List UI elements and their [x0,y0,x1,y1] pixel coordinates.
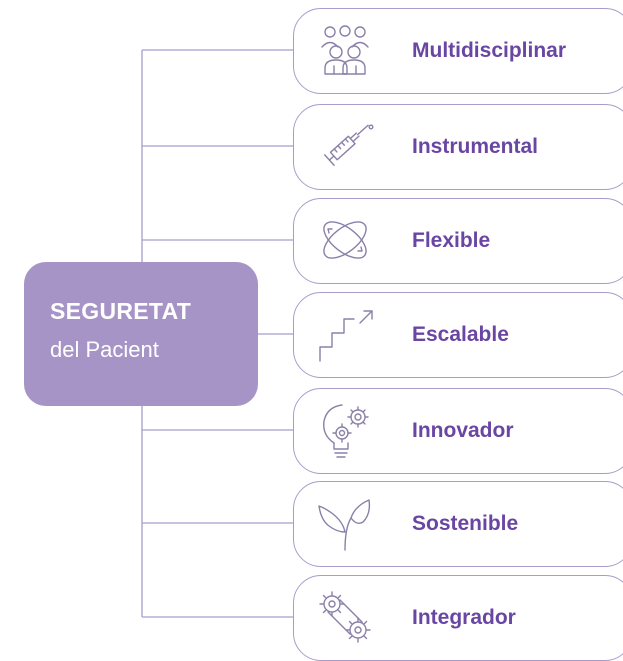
orbit-arrows-icon [314,209,376,271]
label-multidisciplinar: Multidisciplinar [412,39,567,62]
label-instrumental: Instrumental [412,135,539,158]
central-title: SEGURETAT [50,298,192,324]
label-sostenible: Sostenible [412,512,519,535]
node-escalable: Escalable [293,292,623,378]
lightbulb-gears-icon [314,399,376,461]
node-sostenible: Sostenible [293,481,623,567]
label-escalable: Escalable [412,323,509,346]
label-integrador: Integrador [412,606,516,629]
node-innovador: Innovador [293,388,623,474]
sprout-icon [314,492,376,554]
label-flexible: Flexible [412,229,491,252]
gears-icon [314,586,376,648]
central-node: SEGURETAT del Pacient [24,262,258,406]
syringe-icon [314,115,376,177]
node-integrador: Integrador [293,575,623,661]
team-icon [314,19,376,81]
label-innovador: Innovador [412,419,514,442]
node-instrumental: Instrumental [293,104,623,190]
central-subtitle: del Pacient [50,337,159,362]
node-flexible: Flexible [293,198,623,284]
stairs-arrow-icon [314,303,376,365]
node-multidisciplinar: Multidisciplinar [293,8,623,94]
